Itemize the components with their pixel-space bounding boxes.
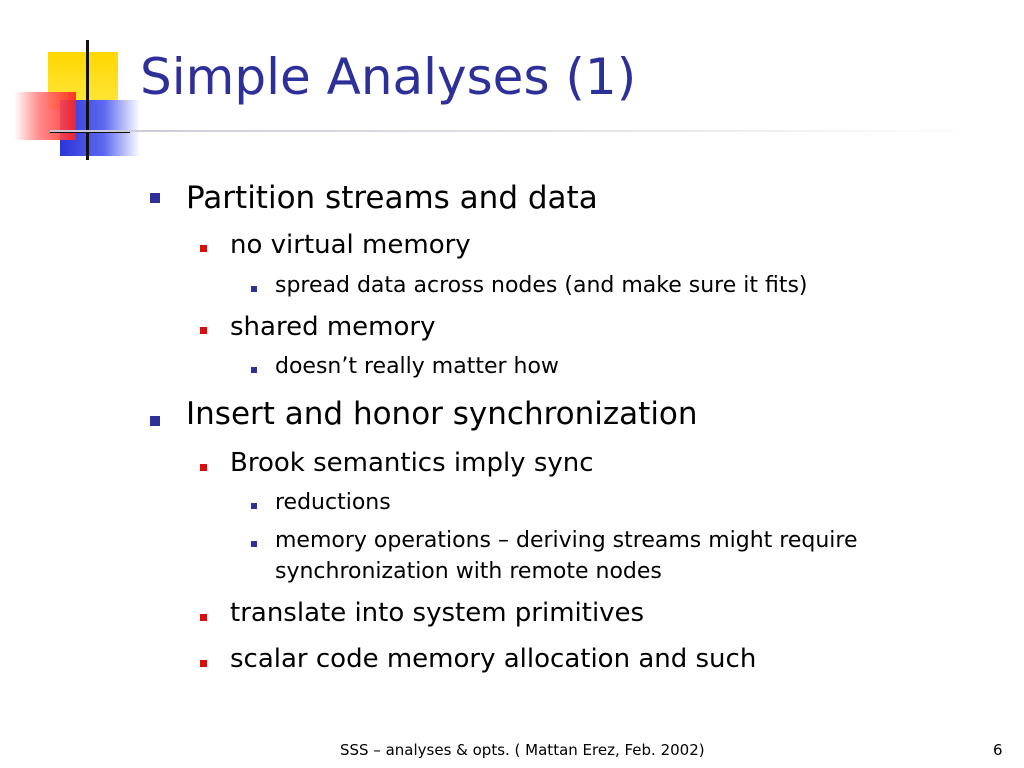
bullet-level3-icon: [251, 541, 257, 547]
bullet-level2-icon: [200, 327, 207, 334]
bullet-text-level2: translate into system primitives: [230, 598, 645, 628]
bullet-level2-icon: [200, 245, 207, 252]
logo-vertical-line: [86, 40, 89, 160]
bullet-text-level1: Partition streams and data: [186, 180, 598, 216]
bullet-text-level2: scalar code memory allocation and such: [230, 644, 757, 674]
bullet-level3-icon: [251, 503, 257, 509]
bullet-text-level3: memory operations – deriving streams mig…: [275, 528, 858, 553]
bullet-text-level1: Insert and honor synchronization: [186, 396, 698, 432]
bullet-level2-icon: [200, 464, 207, 471]
bullet-text-level3: spread data across nodes (and make sure …: [275, 273, 808, 298]
bullet-text-level2: shared memory: [230, 312, 436, 342]
bullet-text-level2: no virtual memory: [230, 230, 471, 260]
slide-title: Simple Analyses (1): [140, 48, 637, 106]
bullet-level1-icon: [150, 416, 160, 426]
bullet-level3-icon: [251, 367, 257, 373]
slide-footer: SSS – analyses & opts. ( Mattan Erez, Fe…: [340, 741, 705, 759]
bullet-text-level3: doesn’t really matter how: [275, 354, 559, 379]
bullet-level2-icon: [200, 614, 207, 621]
bullet-level2-icon: [200, 660, 207, 667]
title-underline: [50, 130, 980, 132]
logo-graphic: [0, 0, 150, 170]
bullet-text-level3: reductions: [275, 490, 391, 515]
bullet-text-level3-continued: synchronization with remote nodes: [275, 559, 662, 584]
bullet-level3-icon: [251, 286, 257, 292]
bullet-text-level2: Brook semantics imply sync: [230, 448, 594, 478]
bullet-level1-icon: [150, 193, 160, 203]
page-number: 6: [993, 741, 1003, 759]
